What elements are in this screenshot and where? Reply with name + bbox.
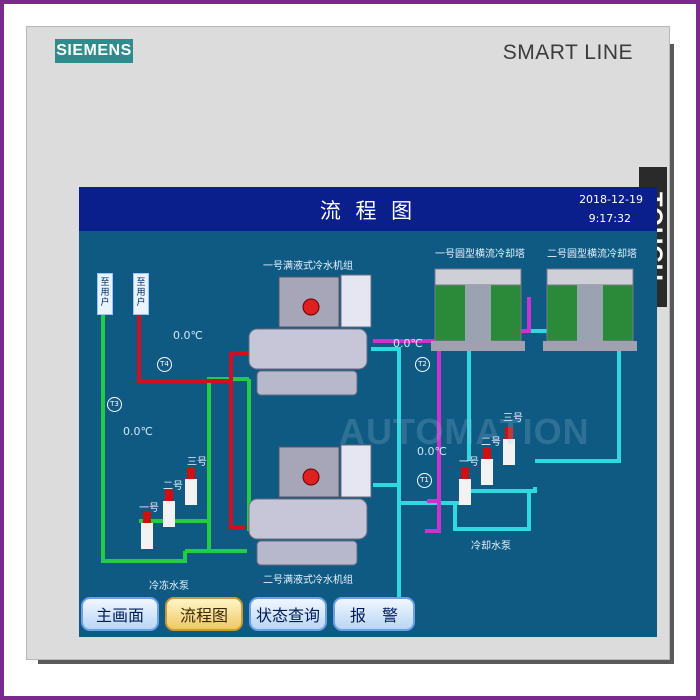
- hmi-screen: 流 程 图 2018-12-19 9:17:32: [79, 187, 657, 637]
- chiller-2: [248, 444, 372, 566]
- nav-status-query-button[interactable]: 状态查询: [249, 597, 327, 631]
- cooling-pipe-d: [453, 493, 531, 531]
- cooling-tower-1: [431, 268, 525, 351]
- date-display: 2018-12-19: [579, 193, 643, 206]
- cooling-return-pipe-c: [425, 501, 441, 533]
- nav-alarm-button[interactable]: 报 警: [333, 597, 415, 631]
- temp-readout-1: 0.0℃: [173, 329, 203, 342]
- cooling-pipe-f: [535, 331, 621, 463]
- tower-2-label: 二号圆型横流冷却塔: [547, 249, 637, 260]
- cooling-tower-2: [543, 268, 637, 351]
- sensor-tag-t1: T1: [417, 473, 432, 488]
- cooling-pipe-b: [373, 483, 537, 505]
- chilled-pump-3-label: 三号: [187, 457, 207, 468]
- user-outlet-1: 至用户: [97, 273, 113, 315]
- chilled-pump-1: [141, 511, 153, 549]
- temp-readout-2: 0.0℃: [123, 425, 153, 438]
- siemens-logo: SIEMENS: [55, 39, 133, 63]
- chilled-pump-3: [185, 467, 197, 505]
- product-line-label: SMART LINE: [502, 41, 633, 64]
- cooling-pump-1-label: 一号: [459, 457, 479, 468]
- tower-1-label: 一号圆型横流冷却塔: [435, 249, 525, 260]
- cooling-pump-label: 冷却水泵: [471, 541, 511, 552]
- return-pipe-b: [229, 351, 249, 381]
- sensor-tag-t2: T2: [415, 357, 430, 372]
- user-outlet-2: 至用户: [133, 273, 149, 315]
- chiller-2-label: 二号满液式冷水机组: [263, 575, 353, 586]
- watermark-text: AUTOMATION: [339, 411, 590, 452]
- nav-process-flow-button[interactable]: 流程图: [165, 597, 243, 631]
- chilled-pump-1-label: 一号: [139, 503, 159, 514]
- chiller-1-label: 一号满液式冷水机组: [263, 261, 353, 272]
- temp-readout-3: 0.0℃: [393, 337, 423, 350]
- process-flow-diagram: [101, 268, 637, 597]
- temp-readout-4: 0.0℃: [417, 445, 447, 458]
- sensor-tag-t4: T4: [157, 357, 172, 372]
- cooling-pipe-a: [371, 347, 401, 597]
- nav-main-screen-button[interactable]: 主画面: [81, 597, 159, 631]
- chilled-pump-2: [163, 489, 175, 527]
- cooling-pump-3-label: 三号: [503, 413, 523, 424]
- chilled-pump-label: 冷冻水泵: [149, 581, 189, 592]
- cooling-pump-2-label: 二号: [481, 437, 501, 448]
- chiller-1: [248, 274, 372, 396]
- chilled-pump-2-label: 二号: [163, 481, 183, 492]
- chilled-supply-pipe: [101, 291, 187, 563]
- sensor-tag-t3: T3: [107, 397, 122, 412]
- cooling-pump-2: [481, 447, 493, 485]
- cooling-pump-3: [503, 427, 515, 465]
- hmi-panel: SIEMENS SMART LINE TOUCH 流 程 图 2018-12-1…: [26, 26, 670, 660]
- time-display: 9:17:32: [588, 212, 631, 225]
- cooling-pump-1: [459, 467, 471, 505]
- title-bar: 流 程 图 2018-12-19 9:17:32: [79, 187, 657, 231]
- page-title: 流 程 图: [319, 199, 417, 223]
